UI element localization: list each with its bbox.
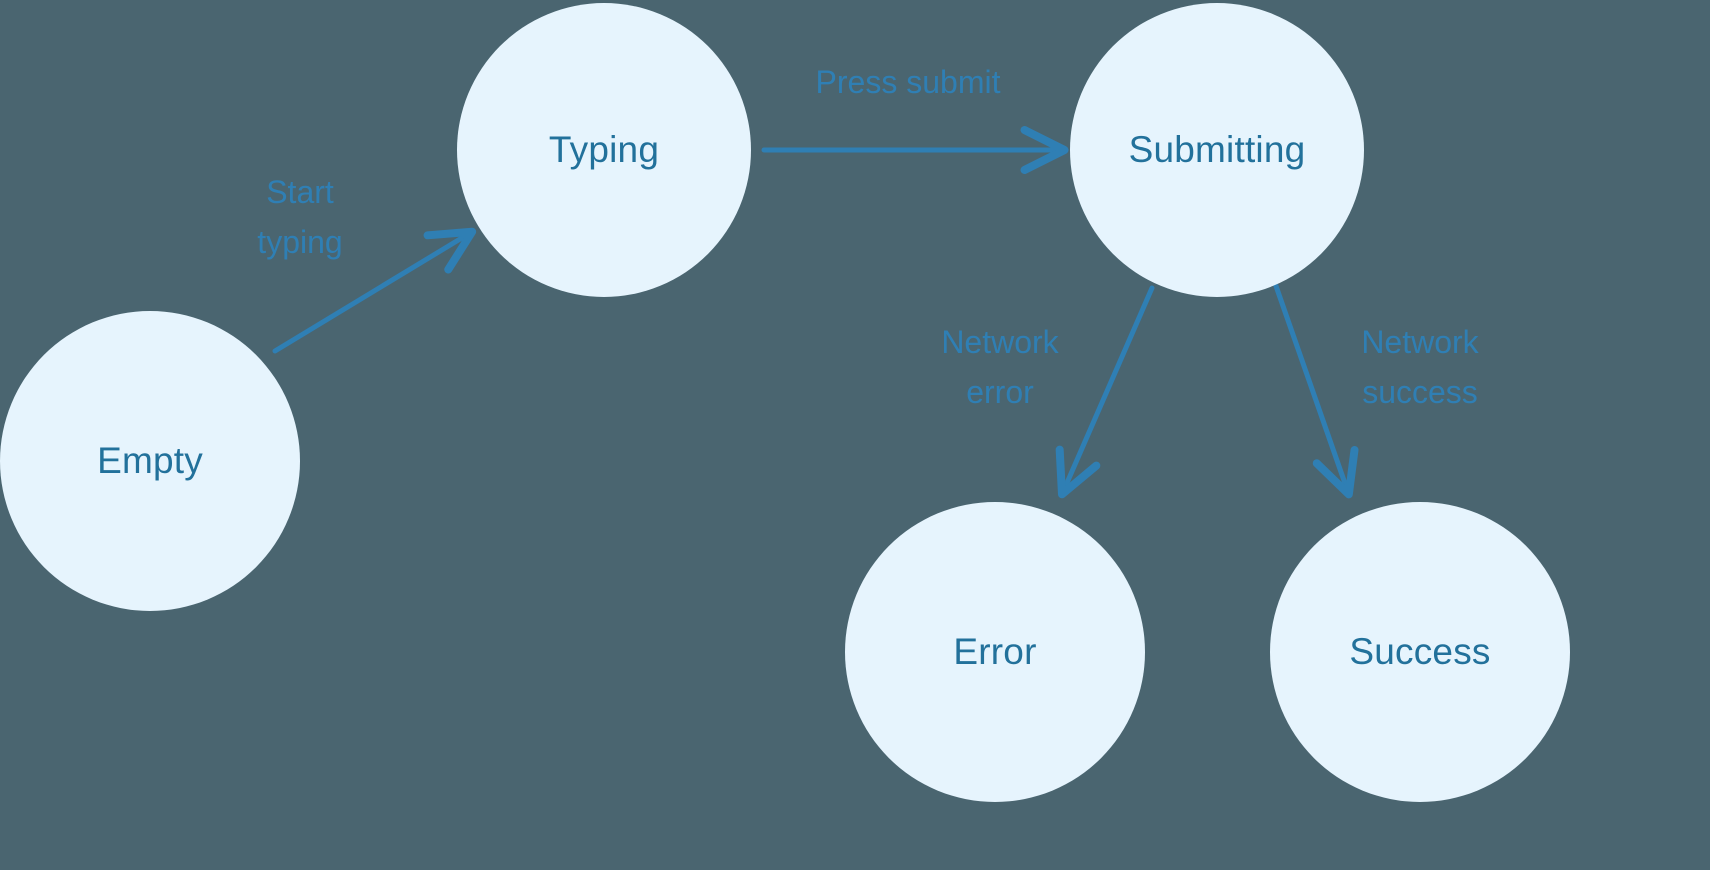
state-node-typing-label: Typing bbox=[548, 129, 660, 170]
state-node-submitting-label: Submitting bbox=[1128, 129, 1306, 170]
state-node-error[interactable]: Error bbox=[845, 502, 1145, 802]
edge-submitting-to-error bbox=[1055, 285, 1155, 499]
state-node-submitting[interactable]: Submitting bbox=[1070, 3, 1364, 297]
edge-label-start-typing: Start typing bbox=[257, 174, 343, 260]
state-node-error-label: Error bbox=[953, 631, 1037, 672]
state-node-success[interactable]: Success bbox=[1270, 502, 1570, 802]
edge-label-network-error: Network error bbox=[941, 324, 1059, 410]
edge-empty-to-typing bbox=[272, 227, 477, 354]
edge-label-network-success: Network success bbox=[1361, 324, 1479, 410]
state-node-typing[interactable]: Typing bbox=[457, 3, 751, 297]
state-node-success-label: Success bbox=[1349, 631, 1491, 672]
edge-submitting-to-success bbox=[1273, 283, 1359, 499]
edge-label-press-submit: Press submit bbox=[815, 64, 1001, 100]
state-node-empty[interactable]: Empty bbox=[0, 311, 300, 611]
state-node-empty-label: Empty bbox=[97, 440, 203, 481]
